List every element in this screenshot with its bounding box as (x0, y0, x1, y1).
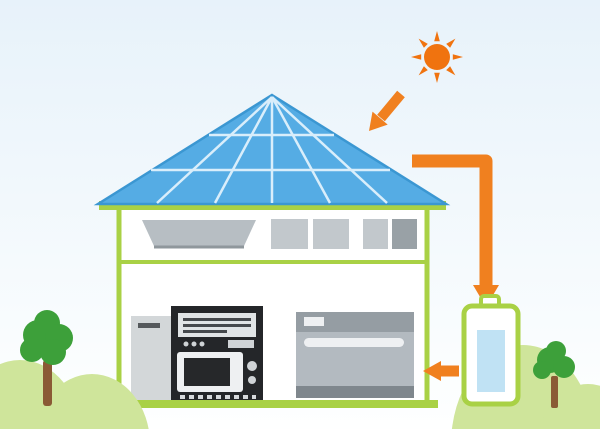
microwave-knob (247, 361, 257, 371)
tree-foliage (20, 310, 73, 365)
tree-left (20, 310, 73, 406)
window-right (358, 214, 422, 254)
foliage-lobe (553, 356, 575, 378)
arrow-head (369, 111, 388, 131)
oven-button (191, 341, 197, 347)
solar-panel-roof (93, 93, 451, 206)
arrow-head (423, 361, 441, 381)
foliage-lobe (533, 361, 551, 379)
dishwasher-top-strip (296, 312, 414, 332)
battery-icon (461, 294, 521, 407)
panel-grid-line (213, 96, 274, 204)
window-pane (271, 219, 308, 249)
foliage-lobe (546, 341, 566, 361)
bush-mound (35, 374, 149, 429)
display-line (183, 318, 251, 321)
sun-ray (411, 54, 422, 60)
sun-ray (452, 54, 463, 60)
sun-ray (446, 66, 456, 76)
display-line (183, 324, 251, 327)
arrow-shaft (377, 90, 405, 122)
sun-ray (434, 31, 440, 42)
oven-button (199, 341, 205, 347)
dishwasher-base (296, 386, 414, 398)
arrow-battery-to-home-icon (423, 361, 459, 381)
tree-trunk (551, 376, 558, 408)
ground-line (112, 400, 438, 408)
window-left (266, 214, 354, 254)
kitchen-cabinet (131, 316, 171, 402)
house (93, 93, 451, 408)
tree-right (533, 341, 575, 408)
dishwasher-control (304, 317, 324, 326)
cabinet-body (131, 316, 171, 402)
window-pane (363, 219, 388, 249)
panel-grid-line (270, 96, 332, 204)
sun-ray (418, 38, 428, 48)
window-pane (313, 219, 349, 249)
oven-unit (171, 306, 263, 402)
dishwasher-handle (304, 338, 404, 347)
sun-core (424, 44, 450, 70)
arrow-shaft (412, 154, 493, 287)
bush-mound (539, 384, 600, 429)
tree-foliage (533, 341, 575, 379)
sun-ray (434, 72, 440, 83)
solar-panel-grid (151, 96, 390, 204)
roof-eave (99, 201, 446, 210)
panel-grid-line (271, 96, 388, 204)
sun-icon (411, 31, 463, 83)
cabinet-handle (138, 323, 160, 328)
window-pane-dark (392, 219, 417, 249)
sun-ray (418, 66, 428, 76)
dishwasher (296, 312, 414, 398)
display-line (183, 330, 227, 333)
microwave-knob (248, 376, 256, 384)
oven-small-display (228, 340, 254, 348)
arrow-sun-to-roof-icon (369, 90, 405, 131)
tree-trunk (43, 360, 52, 406)
foliage-lobe (20, 338, 44, 362)
bush-left (0, 360, 149, 429)
oven-button (183, 341, 189, 347)
range-hood (142, 220, 256, 246)
battery-cell (477, 330, 505, 392)
foliage-lobe (40, 339, 66, 365)
microwave-window (184, 358, 230, 386)
sun-ray (446, 38, 456, 48)
panel-grid-line (156, 96, 273, 204)
